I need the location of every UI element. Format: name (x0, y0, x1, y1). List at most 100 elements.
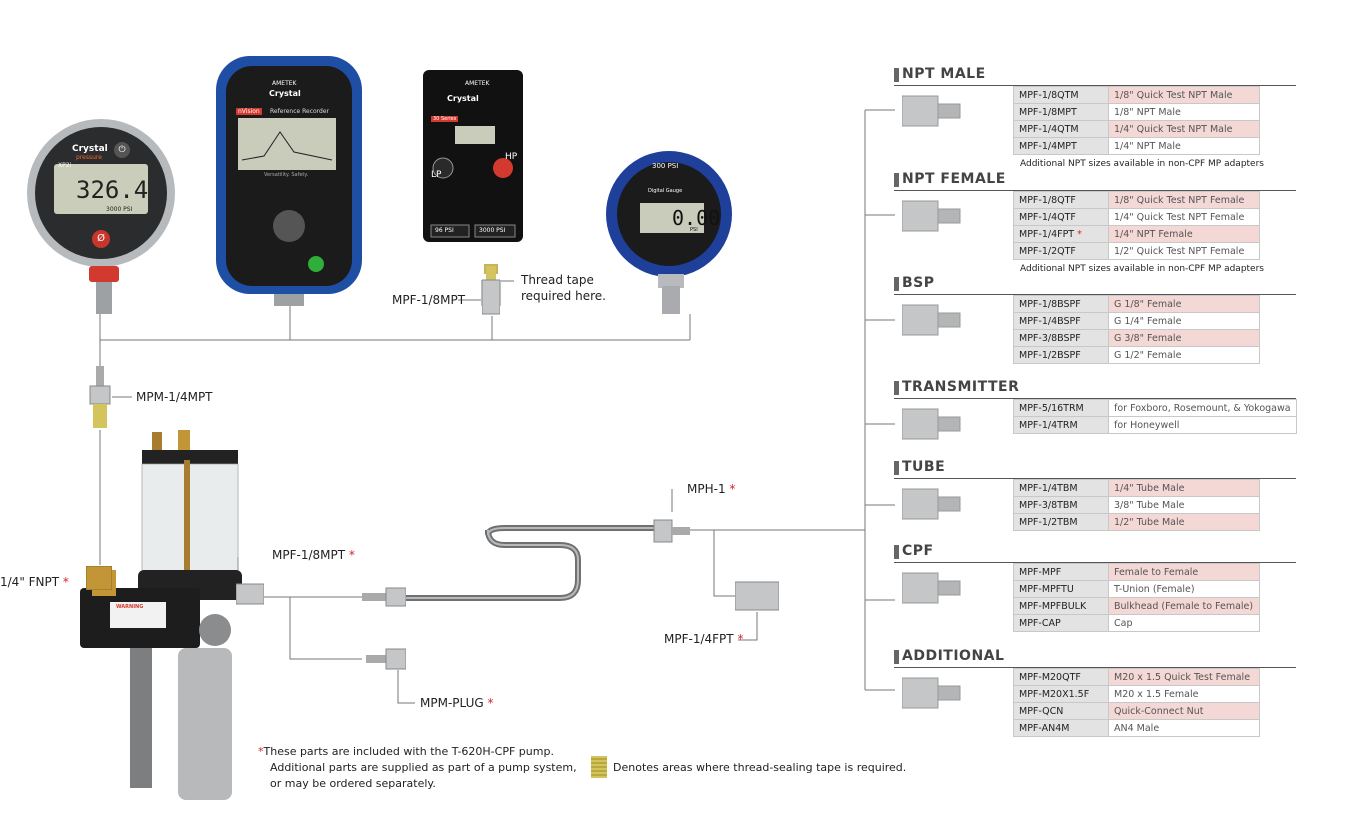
adapter-description: G 1/2" Female (1108, 346, 1260, 364)
adapter-fitting-image (901, 301, 962, 345)
section-marker (894, 68, 899, 82)
pump-warning-label: WARNING (116, 604, 144, 610)
tape-legend-icon (591, 756, 607, 778)
footnote-line-2: Additional parts are supplied as part of… (270, 761, 577, 774)
section-title: ADDITIONAL (902, 648, 1005, 664)
hpc-model: 30 Series (431, 116, 459, 122)
adapter-description: 1/4" Quick Test NPT Male (1108, 120, 1260, 138)
section-note: Additional NPT sizes available in non-CP… (1020, 264, 1264, 274)
fnpt-label: 1/4" FNPT * (0, 575, 69, 589)
adapter-description: 3/8" Tube Male (1108, 496, 1260, 514)
xp2i-brand: Crystal (72, 144, 108, 154)
footnote-line-3: or may be ordered separately. (270, 777, 436, 790)
adapter-code: MPF-1/8BSPF (1013, 295, 1109, 313)
mpf-14fpt-label: MPF-1/4FPT * (664, 632, 744, 646)
thread-tape-line-1: Thread tape (521, 273, 594, 287)
adapter-description: 1/8" NPT Male (1108, 103, 1260, 121)
thread-tape-label: Thread tape required here. (521, 272, 606, 304)
thread-tape-line-2: required here. (521, 289, 606, 303)
section-rule (894, 667, 1296, 668)
adapter-description: for Honeywell (1108, 416, 1297, 434)
mph-1-label: MPH-1 * (687, 482, 736, 496)
adapter-description: 1/8" Quick Test NPT Male (1108, 86, 1260, 104)
adapter-code: MPF-1/4QTM (1013, 120, 1109, 138)
adapter-code: MPF-MPFTU (1013, 580, 1109, 598)
adapter-description: Cap (1108, 614, 1260, 632)
nvision-brand: Crystal (269, 89, 301, 98)
adapter-description: 1/4" Quick Test NPT Female (1108, 208, 1260, 226)
digital-gauge: 300 PSI Digital Gauge 0.00 PSI (606, 148, 736, 318)
section-rule (894, 85, 1296, 86)
footnote: *These parts are included with the T-620… (258, 744, 577, 792)
adapter-description: G 1/8" Female (1108, 295, 1260, 313)
section-rule (894, 190, 1296, 191)
footnote-star: * (258, 745, 264, 758)
section-title: BSP (902, 275, 935, 291)
adapter-code: MPF-5/16TRM (1013, 399, 1109, 417)
section-rule (894, 478, 1296, 479)
xp2i-brand2: pressure (76, 154, 102, 161)
xp2i-power-button[interactable]: ⏻ (114, 142, 130, 158)
adapter-description: 1/4" Tube Male (1108, 479, 1260, 497)
hpc-calibrator: AMETEK Crystal 30 Series LP HP 96 PSI 30… (423, 70, 523, 310)
adapter-description: M20 x 1.5 Female (1108, 685, 1260, 703)
section-title: CPF (902, 543, 934, 559)
section-marker (894, 650, 899, 664)
adapter-code: MPF-1/4QTF (1013, 208, 1109, 226)
xp2i-range: 3000 PSI (106, 206, 133, 213)
nvision-tag: Versatility. Safety. (264, 172, 309, 178)
xp2i-zero-button[interactable]: Ø (92, 230, 110, 248)
adapter-fitting-image (901, 569, 962, 613)
adapter-description: M20 x 1.5 Quick Test Female (1108, 668, 1260, 686)
section-marker (894, 461, 899, 475)
nvision-model: nVision (236, 108, 262, 115)
adapter-code: MPF-CAP (1013, 614, 1109, 632)
adapter-row: MPF-1/4FPT *1/4" NPT Female (1013, 225, 1260, 243)
gauge-range: 300 PSI (652, 162, 679, 170)
adapter-code: MPF-1/2TBM (1013, 513, 1109, 531)
adapter-code: MPF-1/4FPT * (1013, 225, 1109, 243)
adapter-description: 1/4" NPT Male (1108, 137, 1260, 155)
hpc-range-hp: 3000 PSI (479, 227, 506, 234)
mpf-18mpt-top-label: MPF-1/8MPT (392, 293, 466, 307)
nvision-sub: Reference Recorder (270, 108, 330, 115)
adapter-code: MPF-1/8QTF (1013, 191, 1109, 209)
hose-end-fitting (362, 586, 407, 608)
fnpt-fitting (85, 565, 113, 591)
tape-legend-text: Denotes areas where thread-sealing tape … (613, 761, 907, 774)
adapter-description: 1/4" NPT Female (1108, 225, 1260, 243)
adapter-description: Female to Female (1108, 563, 1260, 581)
gauge-unit: PSI (690, 227, 698, 233)
adapter-code: MPF-1/4BSPF (1013, 312, 1109, 330)
mpf-18mpt-pump-label: MPF-1/8MPT * (272, 548, 355, 562)
gauge-sub: Digital Gauge (648, 188, 683, 194)
xp2i-model: XP2i (58, 162, 72, 169)
hpc-lp-label: LP (431, 170, 442, 180)
mpm-14mpt-fitting (88, 366, 112, 430)
xp2i-reading: 326.4 (76, 176, 149, 204)
adapter-code: MPF-M20X1.5F (1013, 685, 1109, 703)
